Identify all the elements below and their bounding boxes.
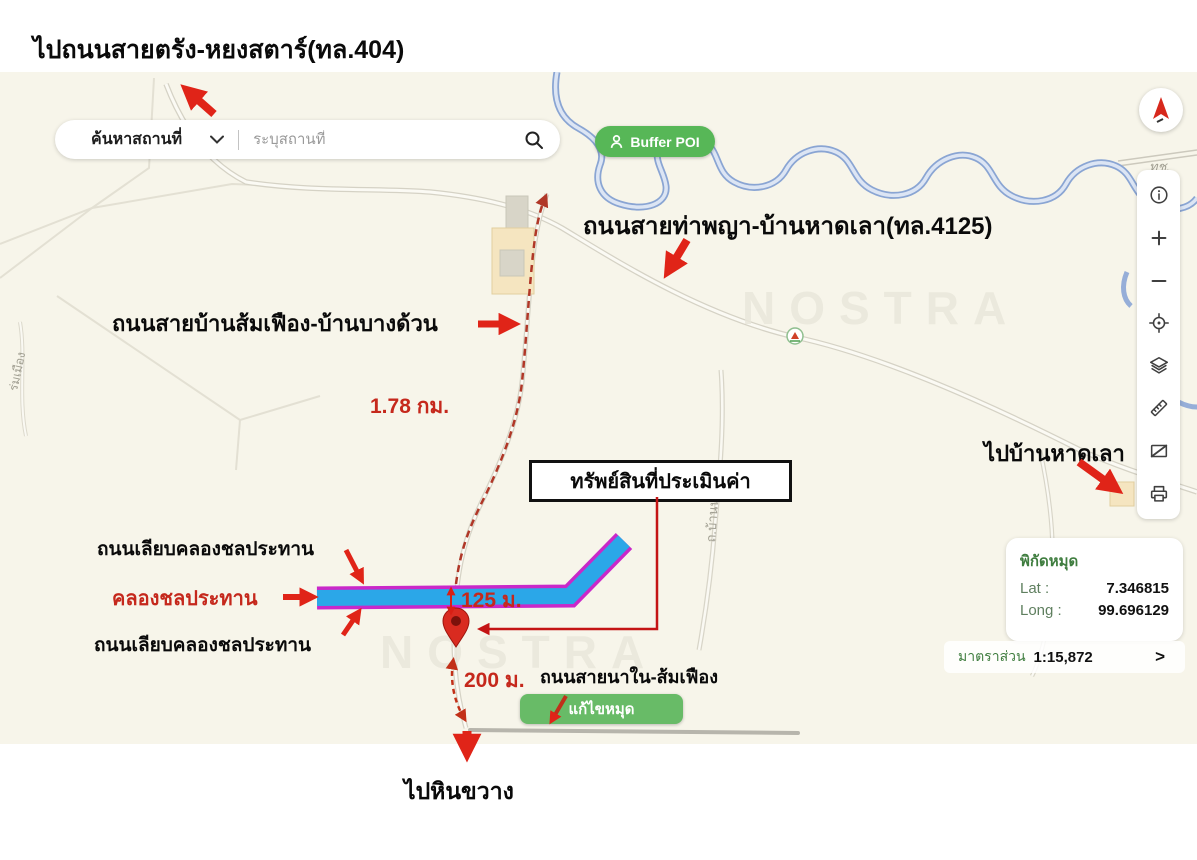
pin-coordinates-panel: พิกัดหมุด Lat : 7.346815 Long : 99.69612…	[1006, 538, 1183, 641]
print-button[interactable]	[1145, 480, 1173, 508]
compass-button[interactable]	[1139, 88, 1183, 132]
edit-pin-label: แก้ไขหมุด	[568, 701, 635, 718]
scale-expand-button[interactable]: >	[1149, 646, 1171, 668]
map-pin[interactable]	[442, 607, 470, 648]
info-button[interactable]	[1145, 181, 1173, 209]
label-road-nanai: ถนนสายนาใน-ส้มเฟือง	[540, 667, 718, 687]
search-input[interactable]	[251, 130, 518, 149]
long-value: 99.696129	[1098, 602, 1169, 619]
chevron-down-icon	[210, 135, 225, 144]
label-distance-route: 1.78 กม.	[370, 395, 450, 418]
edit-pin-button[interactable]: แก้ไขหมุด	[520, 694, 683, 724]
minus-icon	[1151, 279, 1166, 282]
minor-road-left	[18, 321, 28, 437]
layers-button[interactable]	[1145, 352, 1173, 380]
page-title: ไปถนนสายตรัง-หยงสตาร์(ทล.404)	[33, 36, 405, 64]
search-category-dropdown[interactable]: ค้นหาสถานที่	[55, 127, 225, 152]
label-road-somfueang: ถนนสายบ้านส้มเฟือง-บ้านบางด้วน	[112, 311, 438, 336]
highway-4125	[163, 83, 1197, 495]
measure-button[interactable]	[1145, 394, 1173, 422]
search-category-label: ค้นหาสถานที่	[91, 131, 183, 148]
label-canal-road-top: ถนนเลียบคลองชลประทาน	[97, 539, 315, 560]
minor-road-topright	[1117, 149, 1197, 167]
edit-note-button[interactable]	[1145, 437, 1173, 465]
lat-value: 7.346815	[1106, 580, 1169, 597]
search-icon	[525, 131, 543, 149]
label-distance-bottom: 200 ม.	[464, 669, 525, 692]
lat-row: Lat : 7.346815	[1020, 580, 1169, 597]
coords-title: พิกัดหมุด	[1020, 553, 1079, 570]
watermark-text: NOSTRA	[742, 282, 1020, 334]
label-road-4125: ถนนสายท่าพญา-บ้านหาดเลา(ทล.4125)	[583, 213, 993, 240]
plus-icon	[1151, 230, 1166, 246]
map-toolbar	[1137, 170, 1180, 519]
search-divider	[238, 129, 240, 150]
scale-bar: มาตราส่วน 1:15,872 >	[944, 641, 1185, 673]
label-to-hin-khwang: ไปหินขวาง	[404, 778, 514, 804]
locate-icon	[1148, 313, 1169, 334]
zoom-in-button[interactable]	[1145, 224, 1173, 252]
printer-icon	[1150, 485, 1167, 502]
watermark-text: NOSTRA	[380, 626, 658, 678]
locate-button[interactable]	[1145, 309, 1173, 337]
ruler-icon	[1150, 400, 1167, 417]
buffer-poi-label: Buffer POI	[630, 133, 700, 150]
long-label: Long :	[1020, 602, 1062, 619]
info-icon	[1149, 186, 1168, 204]
lat-label: Lat :	[1020, 580, 1050, 597]
long-row: Long : 99.696129	[1020, 602, 1169, 619]
compass-north-icon	[1153, 97, 1169, 123]
property-box: ทรัพย์สินที่ประเมินค่า	[529, 460, 792, 502]
label-distance-canal: 125 ม.	[461, 589, 522, 612]
label-to-ban-hat-lao: ไปบ้านหาดเลา	[984, 441, 1125, 466]
village-road	[696, 369, 725, 651]
search-button[interactable]	[518, 130, 560, 150]
zoom-out-button[interactable]	[1145, 267, 1173, 295]
edit-note-icon	[1150, 444, 1167, 458]
scale-value: 1:15,872	[1033, 648, 1093, 666]
label-canal-road-bottom: ถนนเลียบคลองชลประทาน	[94, 635, 312, 656]
scale-label: มาตราส่วน	[958, 648, 1026, 664]
road-nanai-line	[468, 728, 800, 735]
layers-icon	[1149, 356, 1168, 374]
poi-icon	[786, 327, 804, 345]
search-bar: ค้นหาสถานที่	[55, 120, 560, 159]
buffer-poi-button[interactable]: Buffer POI	[595, 126, 715, 157]
person-pin-icon	[611, 134, 623, 148]
label-canal-name: คลองชลประทาน	[112, 588, 258, 610]
